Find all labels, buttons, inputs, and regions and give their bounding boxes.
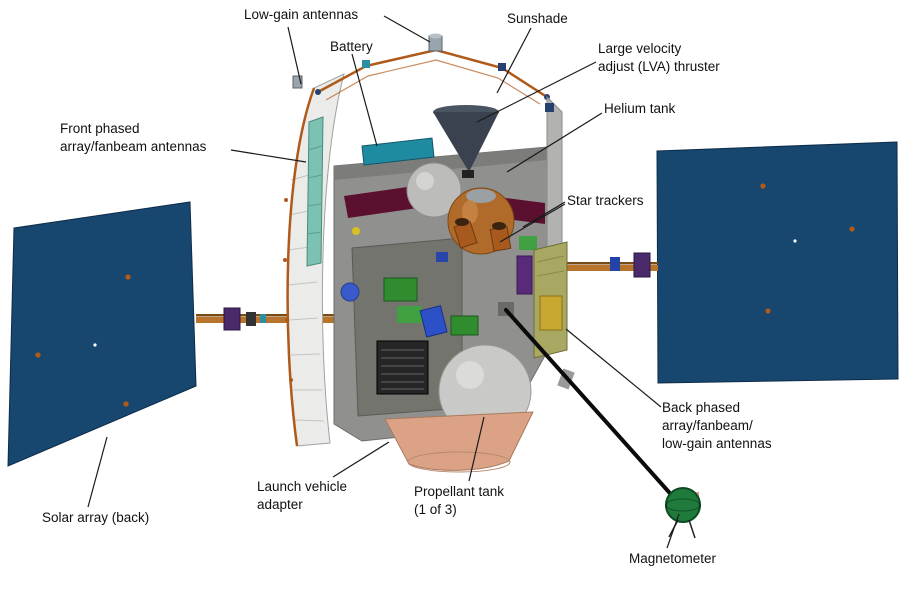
star-trackers-unit bbox=[453, 218, 512, 252]
label-solar-array-back: Solar array (back) bbox=[42, 510, 150, 525]
label-propellant-tank: Propellant tank (1 of 3) bbox=[414, 484, 505, 517]
front-phased-array-panel bbox=[306, 116, 324, 267]
label-back-phased-array: Back phased array/fanbeam/ low-gain ante… bbox=[662, 400, 772, 451]
leader-front-phased bbox=[230, 149, 307, 163]
label-launch-vehicle-adapter: Launch vehicle adapter bbox=[257, 479, 348, 512]
label-helium-tank: Helium tank bbox=[604, 101, 676, 116]
leader-sunshade bbox=[496, 27, 532, 94]
leader-battery bbox=[351, 53, 378, 147]
leader-low-gain-top bbox=[383, 15, 431, 43]
leader-lv-adapter bbox=[332, 441, 390, 478]
leader-star-tracker-1 bbox=[522, 201, 566, 228]
label-magnetometer: Magnetometer bbox=[629, 551, 717, 566]
leader-back-phased bbox=[565, 328, 662, 408]
back-phased-array-panel bbox=[533, 241, 568, 359]
label-sunshade: Sunshade bbox=[507, 11, 568, 26]
leader-low-gain-left bbox=[287, 26, 302, 85]
label-low-gain-antennas: Low-gain antennas bbox=[244, 7, 359, 22]
leader-propellant bbox=[468, 416, 485, 482]
magnetometer-boom bbox=[498, 302, 701, 539]
battery-unit bbox=[361, 137, 435, 166]
label-front-phased-array: Front phased array/fanbeam antennas bbox=[60, 121, 207, 154]
leader-lines bbox=[87, 15, 680, 549]
label-battery: Battery bbox=[330, 39, 373, 54]
leader-lva-thruster bbox=[476, 61, 597, 123]
leader-solar-array bbox=[87, 436, 108, 508]
leader-helium-tank bbox=[506, 112, 603, 173]
helium-tank-sphere bbox=[406, 162, 462, 218]
leader-magnetometer bbox=[666, 513, 680, 549]
label-lva-thruster: Large velocity adjust (LVA) thruster bbox=[598, 41, 720, 74]
leader-star-tracker-2 bbox=[499, 203, 566, 243]
magnetometer-sensor bbox=[665, 487, 701, 539]
solar-array-boom-right bbox=[556, 252, 658, 278]
label-star-trackers: Star trackers bbox=[567, 193, 644, 208]
low-gain-antenna-front bbox=[292, 75, 303, 89]
solar-array-boom-left bbox=[196, 307, 336, 331]
solar-array-left bbox=[7, 201, 197, 467]
lva-thruster-cone bbox=[433, 105, 499, 178]
launch-vehicle-adapter-cone bbox=[384, 411, 534, 473]
low-gain-antenna-top bbox=[428, 33, 443, 52]
solar-array-right bbox=[656, 141, 899, 384]
spacecraft-bus bbox=[283, 33, 575, 473]
electronics-box bbox=[376, 340, 429, 395]
